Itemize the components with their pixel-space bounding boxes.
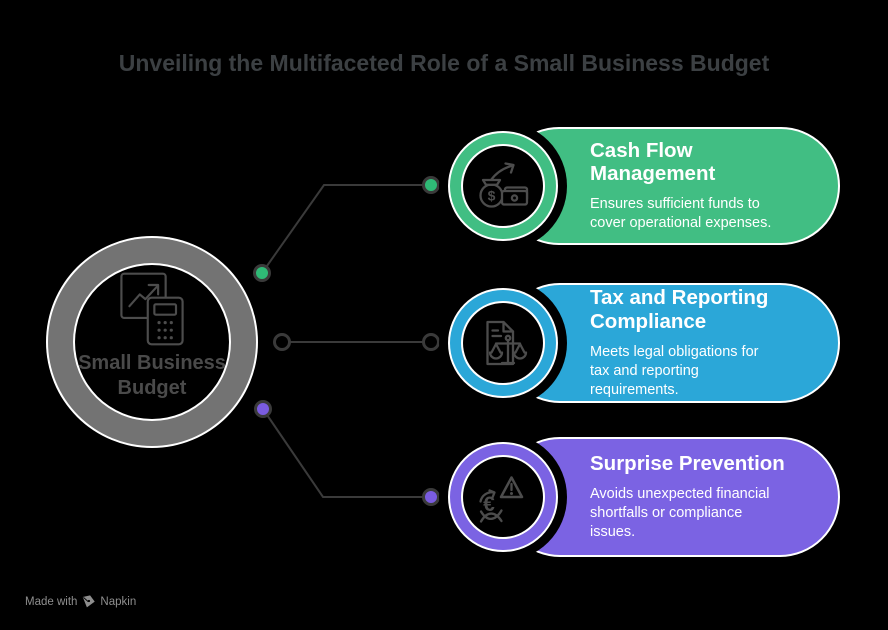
branch-card-cash-flow: Cash Flow Management Ensures sufficient … xyxy=(500,127,840,245)
branch-node-tax-compliance xyxy=(448,288,558,398)
napkin-brand-text: Napkin xyxy=(100,595,137,608)
napkin-credit: Made with Napkin xyxy=(25,595,136,608)
connector-dot-center-tax xyxy=(273,333,291,351)
branch-description-cash-flow: Ensures sufficient funds to cover operat… xyxy=(590,196,772,232)
branch-description-tax-compliance: Meets legal obligations for tax and repo… xyxy=(590,343,759,398)
chart-calculator-icon xyxy=(120,272,184,346)
branch-node-cash-flow: $ xyxy=(448,131,558,241)
connector-dot-card-tax xyxy=(422,333,440,351)
connector-tax-compliance xyxy=(273,333,440,351)
center-node-core: Small Business Budget xyxy=(75,265,229,419)
connector-dot-card-surprise xyxy=(422,488,440,506)
branch-title-surprise-prevention: Surprise Prevention xyxy=(590,451,785,475)
connector-line-cash-flow xyxy=(261,184,431,274)
connector-line-surprise xyxy=(262,408,431,498)
page-title: Unveiling the Multifaceted Role of a Sma… xyxy=(118,50,770,76)
connector-dot-center-surprise xyxy=(254,400,272,418)
connector-cash-flow xyxy=(253,176,440,282)
branch-node-core-tax xyxy=(463,303,543,383)
made-with-text: Made with xyxy=(25,595,78,608)
connector-dot-center-cash-flow xyxy=(253,264,271,282)
calculator-buttons xyxy=(157,321,173,340)
connector-dot-card-cash-flow xyxy=(422,176,440,194)
document-scales-icon xyxy=(486,320,528,366)
branch-title-tax-compliance: Tax and Reporting Compliance xyxy=(590,286,769,333)
branch-node-core-cash-flow: $ xyxy=(463,146,543,226)
napkin-pen-icon xyxy=(83,595,96,608)
branch-node-core-surprise: € xyxy=(463,457,543,537)
center-node-label: Small Business Budget xyxy=(78,352,226,399)
center-node: Small Business Budget xyxy=(46,236,258,448)
euro-warning-icon: € xyxy=(479,476,524,523)
branch-description-surprise-prevention: Avoids unexpected financial shortfalls o… xyxy=(590,485,770,540)
branch-node-surprise-prevention: € xyxy=(448,442,558,552)
branch-title-cash-flow: Cash Flow Management xyxy=(590,138,716,186)
svg-text:€: € xyxy=(483,493,495,516)
svg-text:$: $ xyxy=(488,188,496,204)
connector-surprise-prevention xyxy=(254,400,440,506)
money-bag-arrow-cash-icon: $ xyxy=(479,162,529,208)
